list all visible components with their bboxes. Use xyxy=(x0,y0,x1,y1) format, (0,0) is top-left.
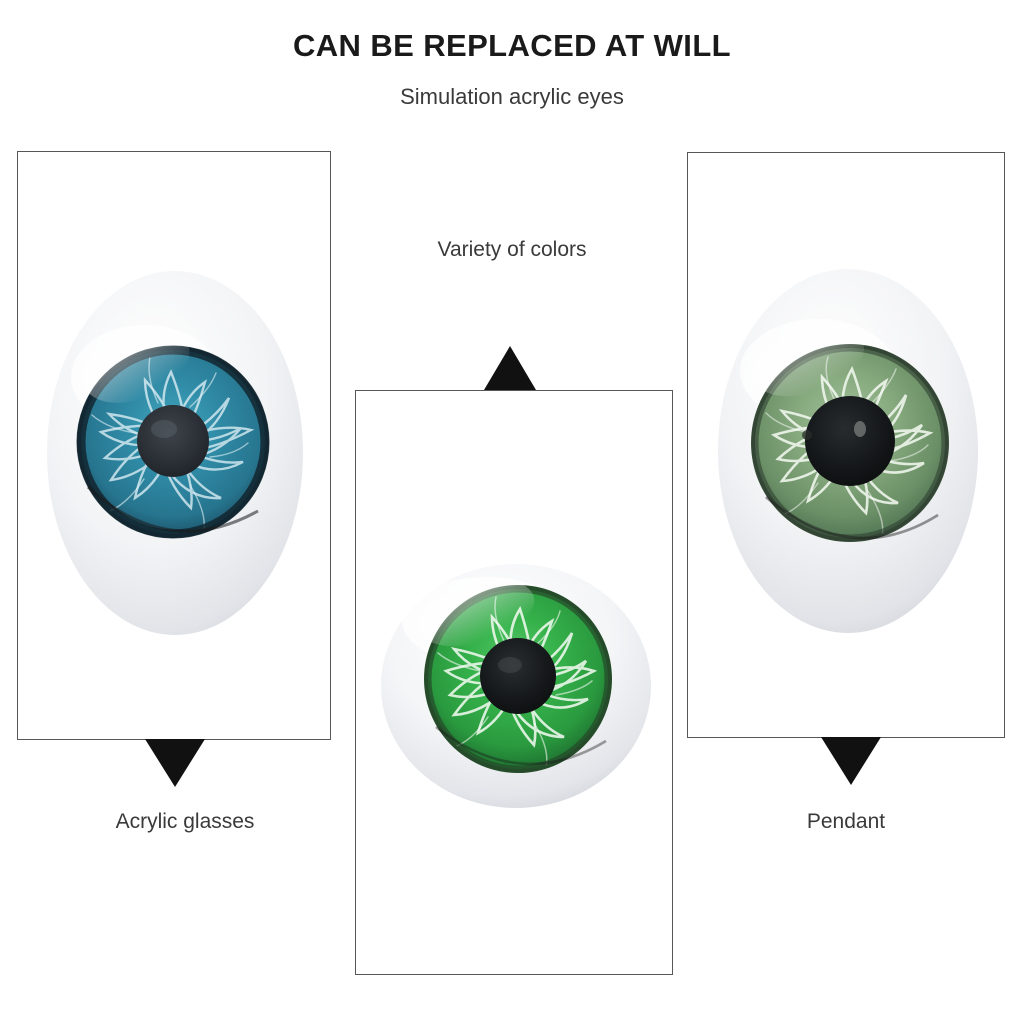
page-subtitle: Simulation acrylic eyes xyxy=(400,84,624,109)
panel-acrylic-glasses[interactable] xyxy=(17,151,331,740)
arrow-up-icon-variety-of-colors xyxy=(484,346,536,390)
blue-acrylic-eye-image xyxy=(40,257,310,647)
variety-of-colors-label: Variety of colors xyxy=(437,238,587,261)
arrow-down-icon-pendant xyxy=(821,737,881,785)
green-acrylic-eye-image xyxy=(376,521,656,851)
panel-pendant[interactable] xyxy=(687,152,1005,738)
page-title: CAN BE REPLACED AT WILL xyxy=(292,28,731,63)
caption-acrylic-glasses: Acrylic glasses xyxy=(115,810,255,833)
sage-green-acrylic-eye-image xyxy=(708,253,988,648)
panel-variety-of-colors[interactable] xyxy=(355,390,673,975)
arrow-down-icon-acrylic-glasses xyxy=(145,739,205,787)
caption-pendant: Pendant xyxy=(806,810,886,833)
